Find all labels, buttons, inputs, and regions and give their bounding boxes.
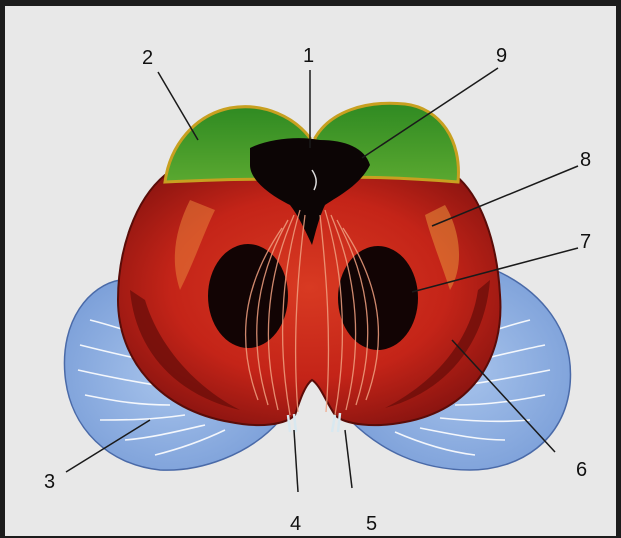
- label-9: 9: [496, 46, 507, 66]
- label-4: 4: [290, 514, 301, 534]
- label-7: 7: [580, 232, 591, 252]
- label-5: 5: [366, 514, 377, 534]
- label-3: 3: [44, 472, 55, 492]
- left-dark-nucleus: [208, 244, 288, 348]
- right-nerve-root: [332, 413, 340, 432]
- label-6: 6: [576, 460, 587, 480]
- label-8: 8: [580, 150, 591, 170]
- label-1: 1: [303, 46, 314, 66]
- label-2: 2: [142, 48, 153, 68]
